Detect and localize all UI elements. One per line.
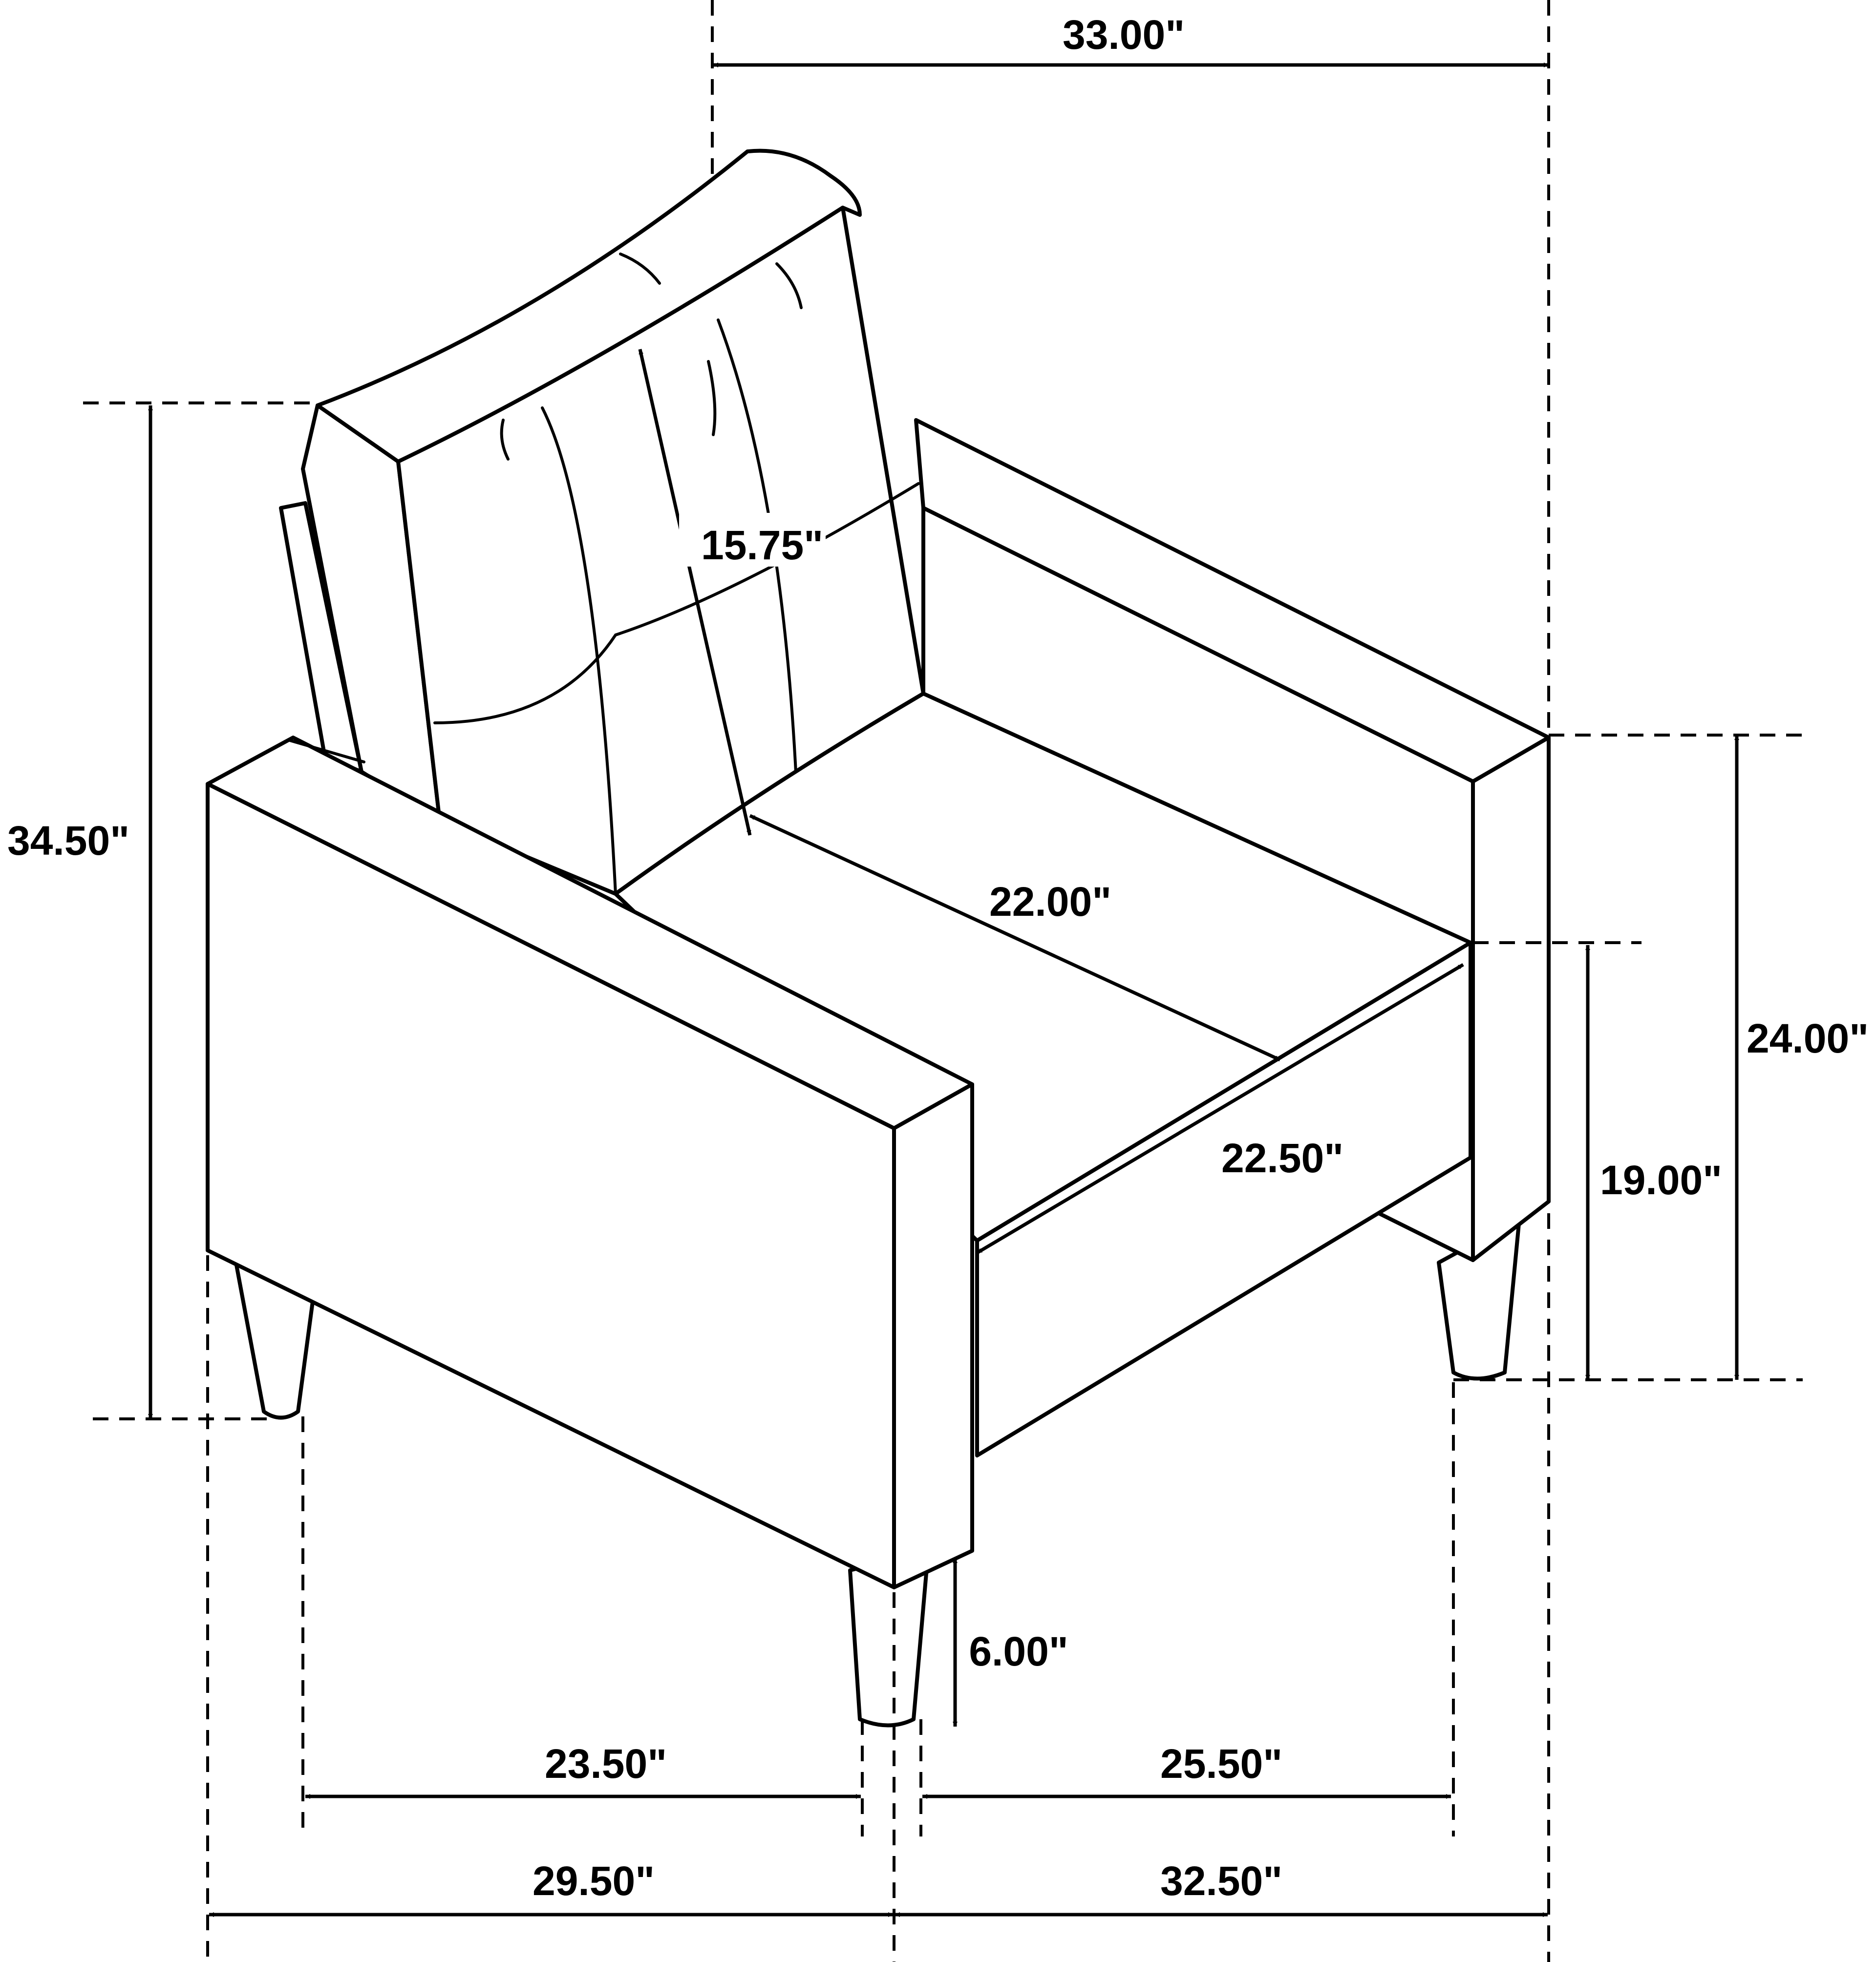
back-right-leg: [1437, 1217, 1521, 1381]
dimension-labels: 33.00" 34.50" 15.75" 22.00" 22.50" 24.00…: [7, 12, 1869, 1904]
label-overall-height: 34.50": [7, 818, 129, 864]
label-seat-height: 19.00": [1600, 1157, 1722, 1203]
right-arm-front: [1471, 736, 1551, 1262]
label-depth-right: 32.50": [1160, 1858, 1282, 1904]
tuft-arc-1: [500, 419, 510, 461]
label-overall-width: 33.00": [1063, 12, 1185, 58]
label-back-height: 15.75": [701, 522, 823, 568]
left-arm-front: [892, 1082, 974, 1589]
tuft-arc-3: [775, 262, 803, 309]
label-seat-depth: 22.50": [1221, 1135, 1343, 1181]
extension-lines: [83, 0, 1803, 1962]
label-leg-height: 6.00": [969, 1628, 1068, 1674]
armchair-drawing: [206, 148, 1551, 1728]
label-leg-span-left: 23.50": [545, 1741, 667, 1787]
label-leg-span-right: 25.50": [1160, 1741, 1282, 1787]
label-arm-height: 24.00": [1747, 1015, 1869, 1061]
back-cushion-top: [316, 148, 862, 464]
tuft-line-1: [541, 406, 617, 895]
back-left-leg: [234, 1261, 315, 1420]
left-arm-edge: [287, 738, 365, 763]
label-depth-left: 29.50": [533, 1858, 655, 1904]
dim-back-height: [638, 349, 752, 836]
tuft-arc-2: [619, 253, 661, 285]
label-seat-width: 22.00": [989, 879, 1111, 925]
dimension-arrows: [148, 63, 1739, 1917]
dim-seat-depth: [976, 963, 1464, 1255]
